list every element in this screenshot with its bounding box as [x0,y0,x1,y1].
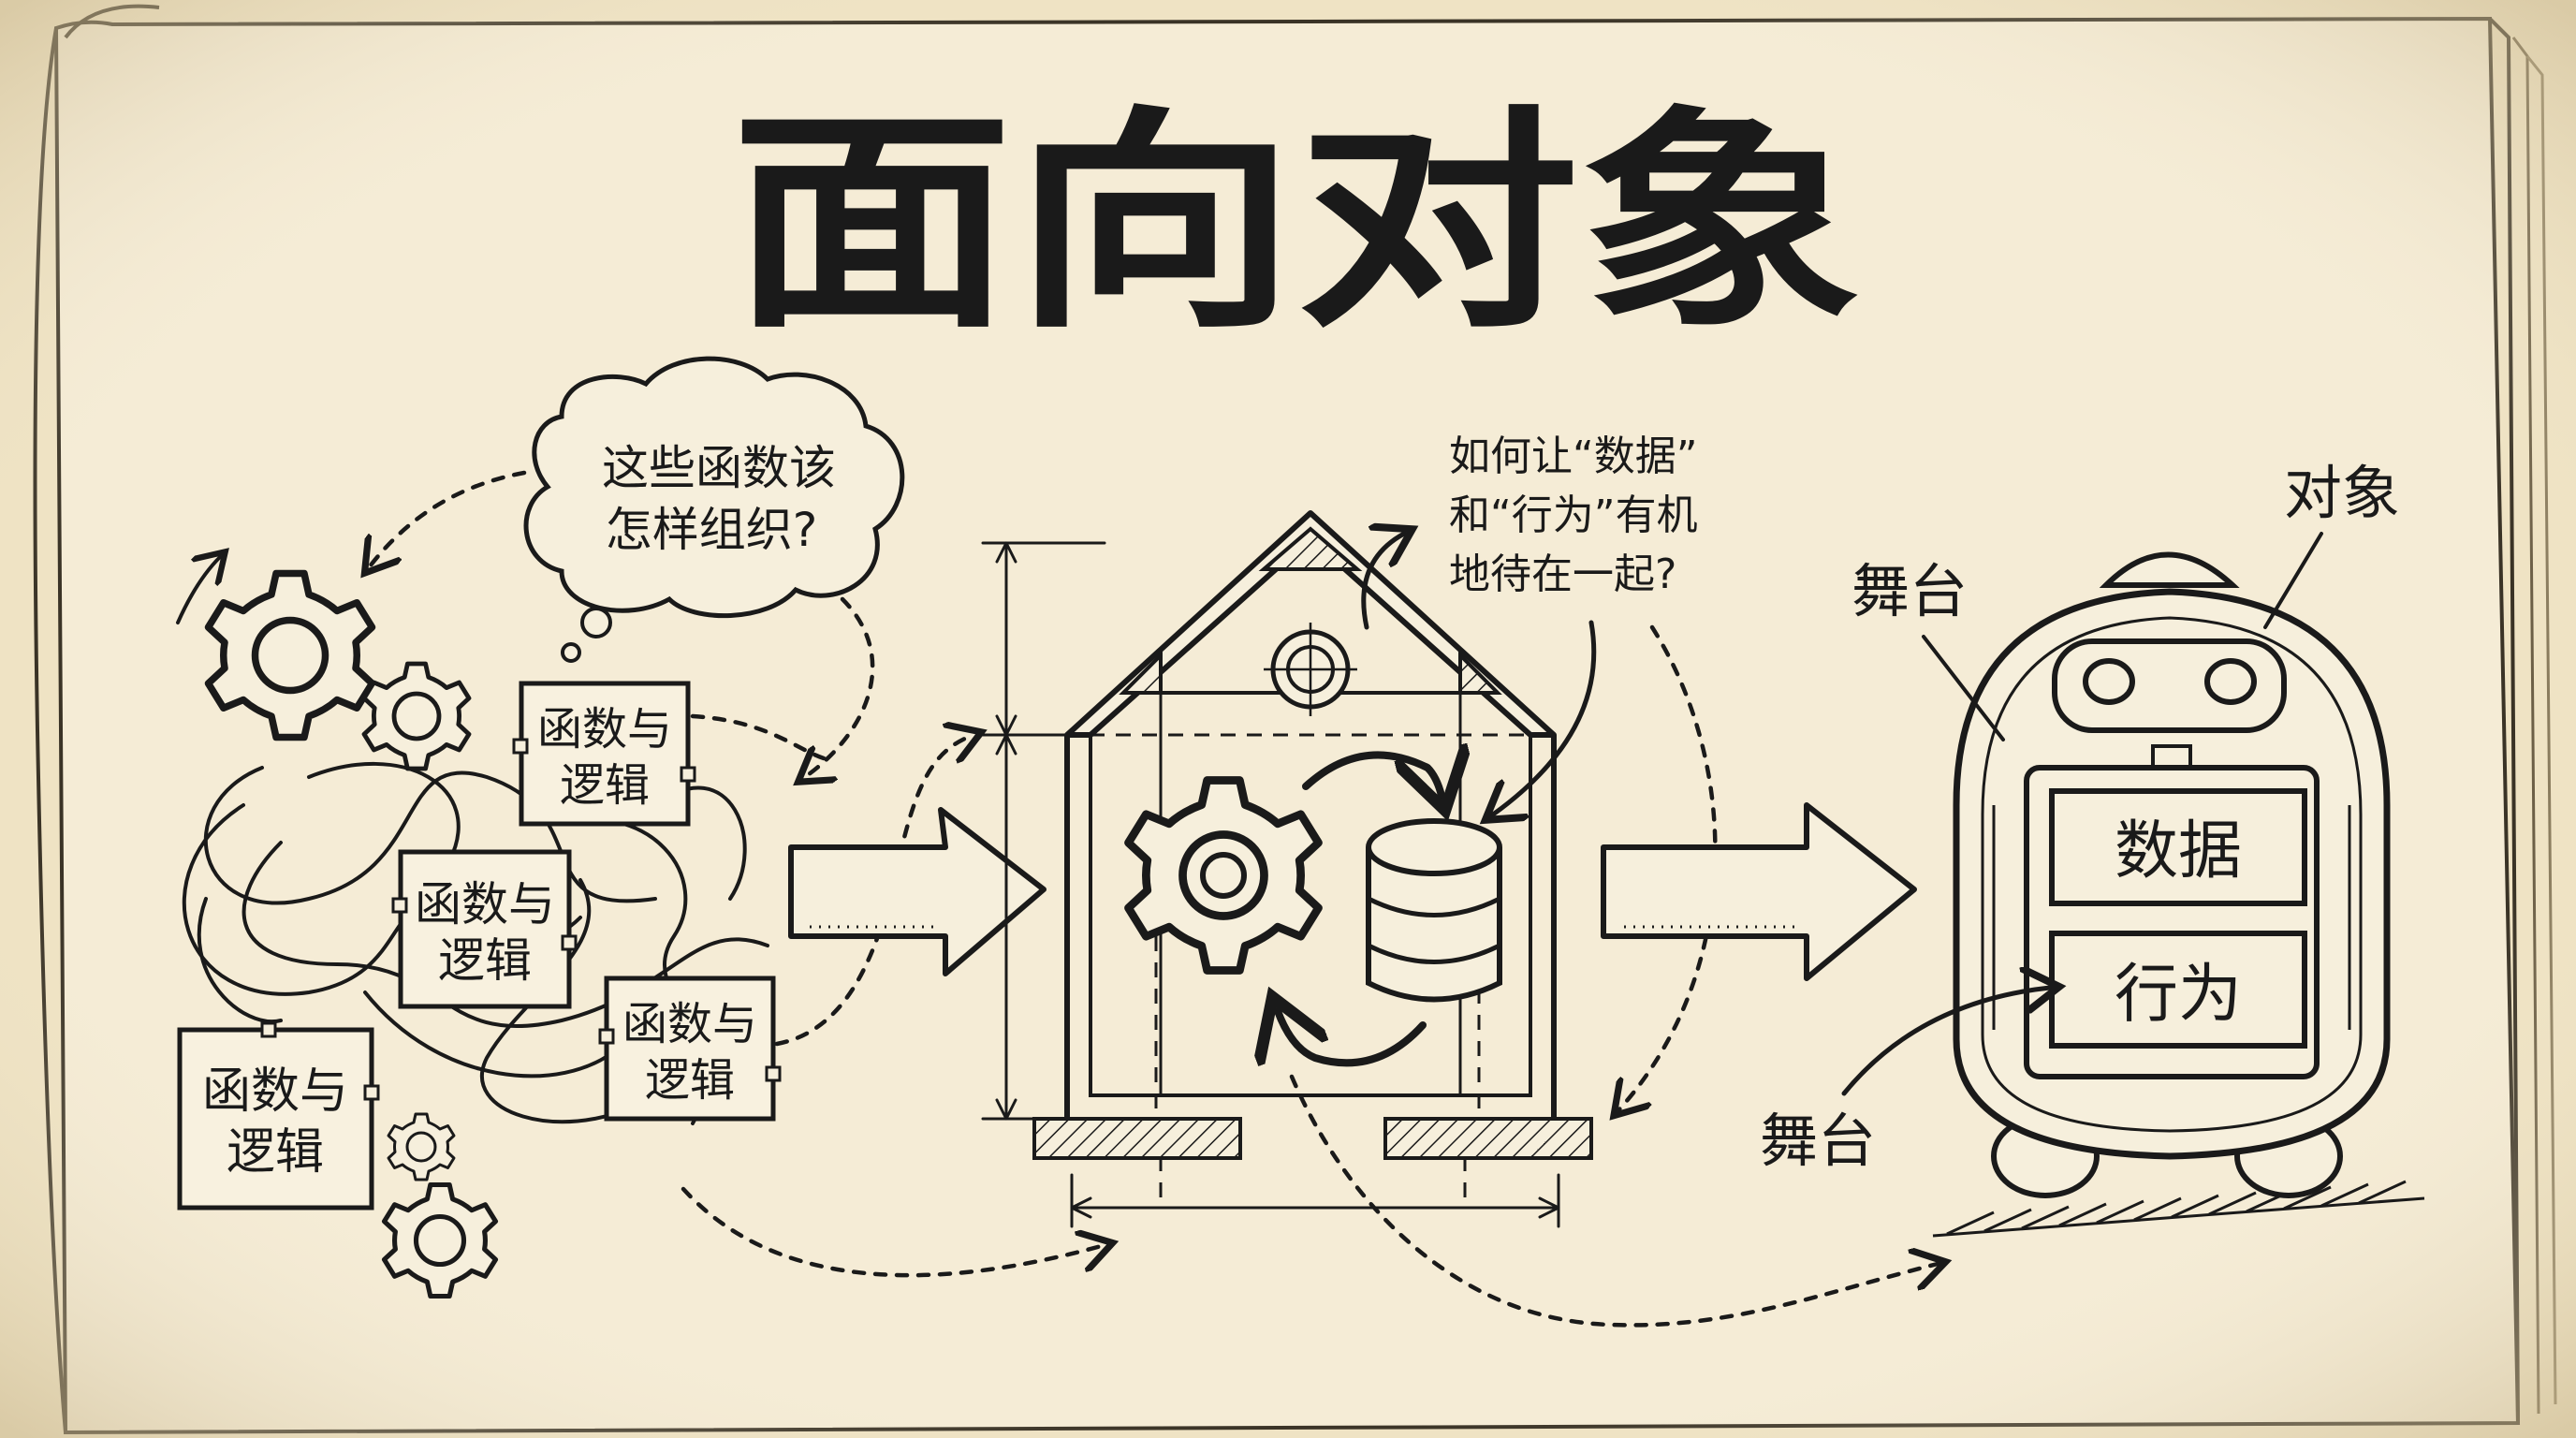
svg-text:函数与: 函数与 [415,877,555,932]
svg-text:怎样组织?: 怎样组织? [606,503,818,557]
robot-panel-data: 数据 [2115,814,2242,888]
svg-text:如何让“数据”: 如何让“数据” [1449,433,1698,480]
function-box: 函数与 逻辑 [604,976,776,1122]
thought-bubble: 这些函数该 怎样组织? [523,356,905,663]
svg-text:逻辑: 逻辑 [438,933,532,988]
label-object: 对象 [2284,459,2400,527]
label-stage-upper: 舞台 [1852,557,1968,625]
svg-text:函数与: 函数与 [537,703,672,756]
function-box: 函数与 逻辑 [177,1027,374,1211]
function-box: 函数与 逻辑 [519,681,691,827]
svg-text:函数与: 函数与 [202,1064,348,1120]
house-icon [981,510,1593,1228]
svg-text:和“行为”有机: 和“行为”有机 [1449,492,1698,539]
svg-text:地待在一起?: 地待在一起? [1449,550,1676,598]
label-stage-lower: 舞台 [1760,1107,1876,1175]
function-box: 函数与 逻辑 [398,849,572,1009]
tangled-functions-group: 函数与 逻辑 函数与 逻辑 函数与 逻辑 函数与 逻辑 [176,557,782,1297]
robot-panel-behavior: 行为 [2115,958,2242,1032]
svg-text:逻辑: 逻辑 [645,1054,735,1107]
database-icon [1366,818,1502,1003]
svg-text:逻辑: 逻辑 [560,759,650,812]
page-title: 面向对象 [730,87,1863,360]
arrow-icon [788,807,1046,976]
arrow-icon [1601,802,1917,981]
svg-text:函数与: 函数与 [622,998,757,1050]
svg-text:这些函数该: 这些函数该 [602,441,836,495]
svg-text:逻辑: 逻辑 [227,1124,324,1181]
question-note: 如何让“数据” 和“行为”有机 地待在一起? [1449,433,1698,598]
robot-icon: 数据 行为 [1932,551,2425,1238]
